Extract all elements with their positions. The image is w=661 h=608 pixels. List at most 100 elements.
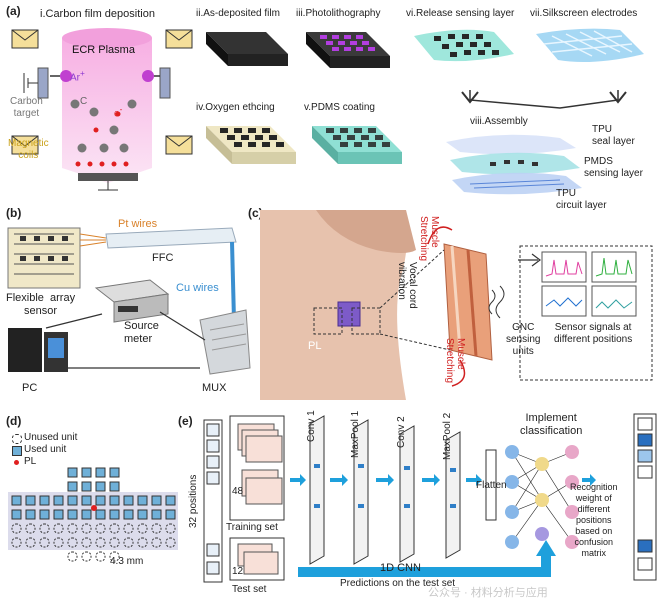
flatten-bar: [485, 449, 497, 521]
cnn-label: 1D CNN: [380, 562, 421, 574]
unused-unit: [81, 537, 92, 548]
magnetic-coil-icon: [165, 29, 193, 49]
conv-layers: [309, 415, 461, 565]
chamber-top: [62, 28, 152, 48]
unused-unit: [11, 537, 22, 548]
chevron-down-icon: [461, 91, 479, 104]
unused-unit: [95, 523, 106, 534]
training-set-stack: [229, 415, 285, 521]
used-unit: [39, 495, 50, 506]
legend-pl-label: PL: [24, 456, 37, 467]
stretch-arrow: [451, 359, 466, 387]
unused-unit: [137, 523, 148, 534]
unused-unit: [11, 523, 22, 534]
muscle-stretching-top-label: Muscle Stretching: [418, 216, 440, 262]
pmds-sensing-layer-label: PMDS sensing layer: [584, 156, 643, 179]
unused-unit: [39, 523, 50, 534]
unused-unit: [67, 537, 78, 548]
unused-unit-swatch: [12, 434, 22, 444]
grid-background: [8, 492, 178, 550]
panel-b-label: (b): [6, 206, 22, 220]
magnetic-coil-icon: [11, 135, 39, 155]
electron: [93, 127, 99, 133]
training-set-label: Training set: [226, 522, 278, 533]
maxpool1-label: MaxPool 1: [350, 410, 361, 458]
ar-ion: [142, 70, 154, 82]
conv1-label: Conv 1: [306, 410, 317, 442]
count-48-label: 48: [232, 486, 244, 497]
used-unit: [137, 495, 148, 506]
used-unit: [81, 495, 92, 506]
carbon-target-right: [159, 67, 171, 99]
unused-unit: [53, 523, 64, 534]
unused-unit: [53, 537, 64, 548]
sensor-signals-label: Sensor signals at different positions: [554, 322, 633, 345]
substrate: [78, 173, 138, 181]
step-3-title: iii.Photolithography: [296, 8, 381, 19]
used-unit: [109, 495, 120, 506]
unused-unit: [81, 523, 92, 534]
measurement-setup-diagram: [7, 227, 251, 375]
test-set-stack: [229, 537, 285, 581]
used-unit: [109, 509, 120, 520]
panel-e-label: (e): [178, 414, 193, 428]
used-unit: [11, 495, 22, 506]
used-unit: [151, 509, 162, 520]
used-unit: [67, 467, 78, 478]
unused-unit: [123, 523, 134, 534]
used-unit: [123, 495, 134, 506]
mux-label: MUX: [202, 382, 227, 394]
used-unit: [95, 467, 106, 478]
ar-ion: [60, 70, 72, 82]
watermark: 公众号 · 材料分析与应用: [428, 587, 548, 599]
ecr-chamber-diagram: [11, 28, 193, 191]
prediction-arrow: [298, 552, 551, 577]
flexible-array-sensor: [7, 227, 81, 289]
unused-unit: [137, 537, 148, 548]
used-unit: [81, 509, 92, 520]
panel-a-label: (a): [6, 4, 21, 18]
magnetic-coils-label: Magnetic coils: [8, 138, 49, 161]
tpu-seal-layer-label: TPU seal layer: [592, 124, 635, 147]
step-8-title: viii.Assembly: [470, 116, 528, 127]
cu-wires-label: Cu wires: [176, 282, 219, 294]
used-unit: [81, 467, 92, 478]
pc-label: PC: [22, 382, 38, 394]
used-unit: [25, 509, 36, 520]
carbon-label: C: [80, 96, 88, 107]
used-unit: [109, 467, 120, 478]
signals-frame: [519, 245, 653, 381]
sensor-patch: [337, 301, 361, 327]
used-unit: [25, 495, 36, 506]
used-unit: [67, 495, 78, 506]
used-unit: [95, 495, 106, 506]
unused-unit: [109, 523, 120, 534]
step-2-title: ii.As-deposited film: [196, 8, 280, 19]
scale-label: 4.3 mm: [110, 556, 144, 567]
legend-unused-label: Unused unit: [24, 432, 78, 443]
source-meter-icon: [94, 279, 170, 323]
magnetic-coil-icon: [11, 29, 39, 49]
unused-unit: [123, 537, 134, 548]
signal-plots: [541, 251, 637, 317]
carbon-target-left: [37, 67, 49, 99]
neural-network-diagram: [505, 445, 579, 549]
cnn-pipeline-diagram: [203, 413, 657, 583]
electron-label: e-: [114, 104, 123, 120]
used-unit: [67, 509, 78, 520]
assembly-arrows: [461, 90, 627, 109]
step-4-title: iv.Oxygen ethcing: [196, 102, 275, 113]
chevron-down-icon: [609, 91, 627, 104]
unused-unit: [67, 523, 78, 534]
used-unit: [81, 481, 92, 492]
used-unit: [95, 481, 106, 492]
ion-label: Ar+: [70, 68, 85, 84]
as-deposited-film-diagram: [206, 32, 288, 66]
panel-d-label: (d): [6, 414, 22, 428]
count-12-label: 12: [232, 566, 244, 577]
arrow-right-icon: [518, 253, 541, 267]
unused-unit: [165, 537, 176, 548]
used-unit: [137, 509, 148, 520]
pl-label: PL: [308, 340, 322, 352]
maxpool2-label: MaxPool 2: [442, 412, 453, 460]
